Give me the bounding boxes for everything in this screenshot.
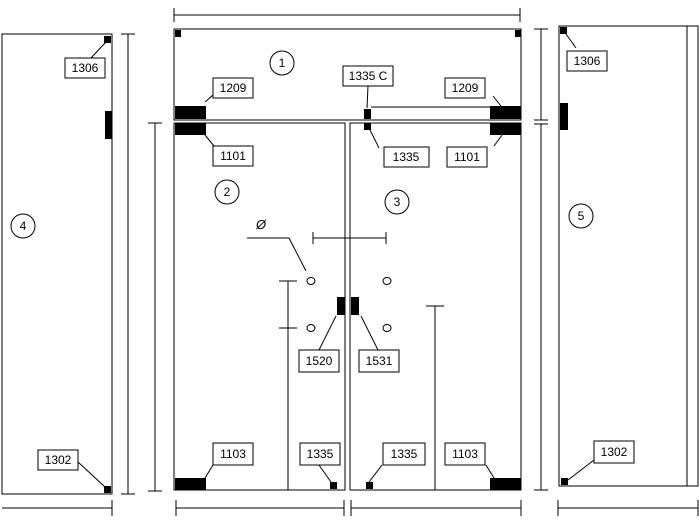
side-panel-left — [1, 33, 113, 495]
callout-1335-bottom-left: 1335 — [307, 447, 334, 461]
corner-fitting-1302-left — [104, 486, 111, 493]
wall-hinge-right — [560, 103, 568, 130]
panel-1-label: 1 — [279, 56, 286, 70]
panel-5-label: 5 — [578, 209, 585, 223]
panel-1-circle — [269, 50, 295, 76]
callout-1520: 1520 — [306, 354, 333, 368]
panel-4-label: 4 — [20, 219, 27, 233]
callout-1209-left: 1209 — [220, 81, 247, 95]
callout-1101-left: 1101 — [220, 149, 246, 163]
hole-right-upper — [382, 277, 392, 285]
hole-left-upper — [306, 277, 316, 285]
patch-1209-left — [175, 106, 206, 119]
callouts: 1306 1209 1335 C 1209 1306 1101 1335 110… — [37, 50, 635, 471]
transom-corner-tl — [175, 30, 181, 37]
panel-3-circle — [384, 189, 410, 215]
callout-1306-right: 1306 — [574, 54, 601, 68]
corner-fitting-1302-right — [561, 478, 568, 485]
patch-1209-right — [490, 106, 521, 119]
dimension-lines — [2, 8, 699, 516]
side-panel-right — [558, 25, 699, 487]
callout-1306-left: 1306 — [72, 61, 99, 75]
patch-1101-left — [175, 123, 206, 135]
callout-1335-bottom-right: 1335 — [391, 447, 418, 461]
panel-3-label: 3 — [394, 195, 401, 209]
strike-1335-bottom-right — [366, 482, 373, 489]
callout-1103-right: 1103 — [452, 447, 478, 461]
panel-2-label: 2 — [224, 185, 231, 199]
strike-1335-bottom-left — [330, 482, 337, 489]
diameter-symbol: Ø — [255, 217, 267, 232]
panel-4-circle — [10, 213, 36, 239]
lock-1520 — [337, 297, 345, 315]
panel-5-circle — [568, 203, 594, 229]
callout-1103-left: 1103 — [220, 447, 246, 461]
lock-1531 — [351, 297, 359, 315]
lock-1335c — [364, 109, 371, 119]
callout-1302-left: 1302 — [45, 453, 72, 467]
patch-1101-right — [490, 123, 521, 135]
wall-hinge-left — [105, 111, 112, 139]
callout-1101-right: 1101 — [454, 150, 480, 164]
handle-details — [247, 232, 444, 490]
hole-left-lower — [306, 324, 316, 332]
glass-panels — [1, 25, 699, 495]
callout-1209-right: 1209 — [452, 81, 479, 95]
patch-1103-left — [175, 478, 206, 490]
patch-1103-right — [490, 478, 521, 490]
callout-1531: 1531 — [366, 354, 393, 368]
callout-1335-top: 1335 — [393, 150, 420, 164]
panel-numbers: 1 2 3 4 5 — [10, 50, 594, 239]
callout-1335c: 1335 C — [349, 69, 388, 83]
callout-1302-right: 1302 — [601, 445, 628, 459]
door-leaf-left — [173, 122, 346, 491]
corner-fitting-1306-left — [104, 36, 111, 43]
panel-2-circle — [214, 179, 240, 205]
transom-corner-tr — [515, 30, 521, 37]
hole-right-lower — [382, 324, 392, 332]
diameter-leader — [247, 237, 307, 272]
leader-lines — [77, 33, 595, 488]
hardware — [104, 27, 568, 493]
corner-fitting-1306-right — [560, 27, 567, 34]
strike-1335-top — [364, 123, 371, 130]
